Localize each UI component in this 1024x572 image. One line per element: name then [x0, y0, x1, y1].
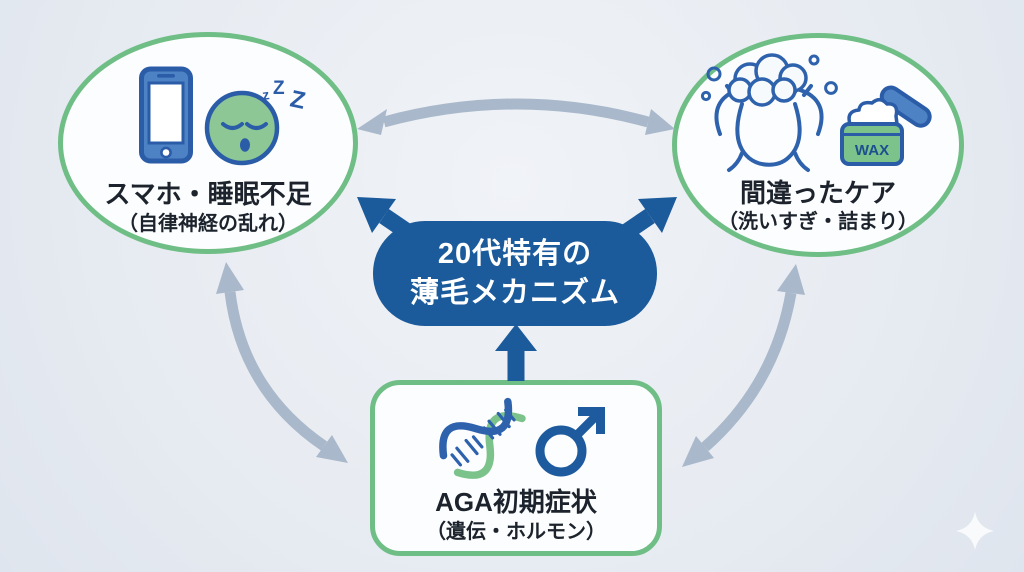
- foam-6: [771, 77, 797, 103]
- phone-speaker: [157, 74, 175, 78]
- dna-icon: [439, 397, 526, 479]
- foam-cloud: [727, 53, 808, 107]
- male-circle: [535, 425, 587, 477]
- phone-home-button: [160, 146, 172, 159]
- cream-swirl: [847, 98, 899, 126]
- mutual-arrow-right-shaft: [701, 292, 797, 452]
- sparkle-icon: [955, 511, 995, 551]
- node-title-sleep: スマホ・睡眠不足: [104, 179, 312, 209]
- node-subtitle-sleep: （自律神経の乱れ）: [118, 213, 298, 235]
- finger-right1: [802, 84, 813, 97]
- mutual-arrow-left-shaft: [224, 291, 328, 451]
- mutual-arrow-top-shaft: [382, 98, 650, 128]
- foam-5: [747, 77, 777, 107]
- cause-arrow-from-aga: [495, 324, 537, 381]
- dna-strand-green: [453, 411, 526, 479]
- male-arrow-head: [578, 407, 605, 434]
- face-outline: [735, 102, 802, 167]
- dna-rungs: [450, 408, 516, 467]
- zzz-large: Z: [288, 85, 308, 114]
- sleeping-face-icon: z Z Z: [204, 78, 308, 166]
- mutual-arrow-right-head-top: [777, 264, 805, 295]
- face-circle: [204, 90, 280, 166]
- node-aga-symptoms: AGA初期症状 （遺伝・ホルモン）: [370, 380, 662, 556]
- soap-bubbles: [700, 54, 838, 102]
- dna-strand-blue: [439, 397, 513, 460]
- cause-arrow-from-aga-head: [495, 324, 537, 351]
- dna-helix: [439, 397, 526, 479]
- mouth: [240, 138, 250, 152]
- mutual-arrow-top-head-right: [645, 109, 675, 135]
- zzz-small: z: [261, 86, 270, 103]
- rung-6: [464, 438, 479, 456]
- rung-8: [450, 453, 463, 467]
- bubble-2: [700, 90, 712, 102]
- mutual-arrow-right: [682, 264, 805, 467]
- smartphone-icon: [139, 66, 193, 164]
- zzz-medium: Z: [273, 78, 285, 99]
- cause-arrow-to-care-head: [638, 197, 677, 233]
- phone-screen: [147, 81, 185, 145]
- mutual-arrow-left-head-bottom: [316, 435, 348, 463]
- rung-7: [455, 446, 470, 463]
- node-title-care: 間違ったケア: [739, 178, 896, 208]
- neck-left: [727, 151, 744, 172]
- bubble-3: [808, 54, 820, 66]
- wax-jar-icon: WAX: [840, 85, 932, 166]
- node-title-aga: AGA初期症状: [435, 487, 597, 517]
- bubble-1: [706, 66, 722, 82]
- hair-washing-icon: [700, 53, 838, 172]
- mutual-arrow-right-head-bottom: [682, 436, 714, 467]
- center-line-1: 20代特有の: [437, 238, 593, 271]
- rung-4: [482, 426, 495, 440]
- rung-1: [504, 408, 516, 422]
- jar-lid: [879, 85, 932, 128]
- right-eye: [245, 122, 268, 130]
- center-mechanism-box: 20代特有の 薄毛メカニズム: [373, 221, 657, 326]
- male-symbol-icon: [535, 407, 605, 477]
- node-wrong-care: WAX 間違ったケア （洗いすぎ・詰まり）: [672, 33, 964, 257]
- rung-5: [471, 435, 484, 449]
- node-smartphone-sleep: z Z Z スマホ・睡眠不足 （自律神経の乱れ）: [58, 32, 358, 254]
- cause-arrow-to-sleep-head: [357, 197, 396, 233]
- sparkle-shape: [955, 511, 995, 551]
- mutual-arrow-left: [216, 262, 348, 463]
- node-subtitle-care: （洗いすぎ・詰まり）: [718, 211, 918, 233]
- neck-right: [793, 151, 810, 172]
- mutual-arrow-top-head-left: [357, 109, 387, 135]
- center-line-2: 薄毛メカニズム: [409, 276, 620, 309]
- rung-3: [487, 419, 502, 436]
- node-subtitle-aga: （遺伝・ホルモン）: [426, 521, 606, 543]
- wax-label: WAX: [855, 142, 889, 159]
- bubble-4: [824, 81, 838, 95]
- male-arrow-shaft: [572, 412, 600, 440]
- left-eye: [221, 122, 244, 130]
- mutual-arrow-left-head-top: [216, 262, 244, 294]
- rung-2: [496, 411, 511, 429]
- mutual-arrow-top: [357, 98, 675, 135]
- lid-shape: [879, 85, 932, 128]
